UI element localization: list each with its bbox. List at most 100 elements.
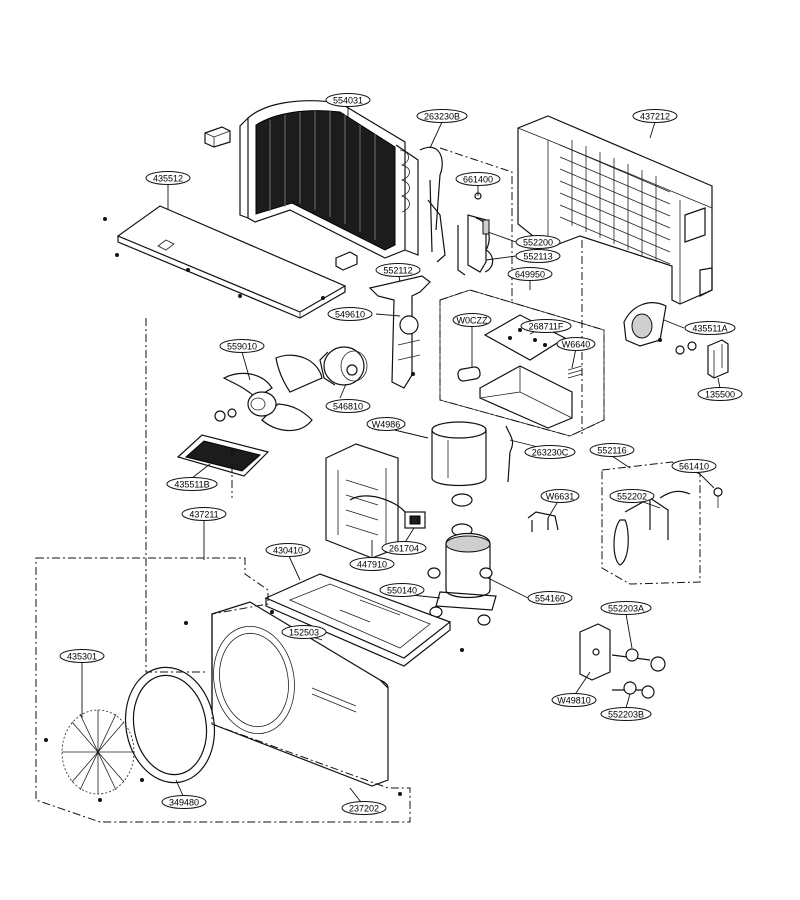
part-label: W49810 <box>551 693 597 707</box>
part-label: 261704 <box>381 541 427 555</box>
part-label-oval <box>671 459 717 473</box>
part-label-oval <box>166 477 218 491</box>
tube-263230C-part <box>505 425 514 483</box>
part-label: 552203A <box>600 601 652 615</box>
valve-assembly-part <box>457 192 494 276</box>
orifice-ring-part <box>124 666 216 784</box>
part-label: W4986 <box>366 417 406 431</box>
part-label-oval <box>551 693 597 707</box>
part-label: 552203B <box>600 707 652 721</box>
part-label: 263230C <box>524 445 576 459</box>
part-label: 552113 <box>515 249 561 263</box>
fan-motor-part <box>319 346 368 386</box>
part-label: 559010 <box>219 339 265 353</box>
part-label-oval <box>684 321 736 335</box>
part-label: 552202 <box>609 489 655 503</box>
part-label-oval <box>379 583 425 597</box>
part-number-text: W6640 <box>562 340 591 350</box>
bracket-435511A-part <box>623 302 697 355</box>
part-label-oval <box>452 313 492 327</box>
part-label: 268711F <box>520 319 572 333</box>
part-label-oval <box>381 541 427 555</box>
part-number-text: 552112 <box>383 266 412 276</box>
part-number-text: 552203B <box>608 710 644 720</box>
part-label-oval <box>59 649 105 663</box>
fan-guard-part <box>44 709 144 802</box>
part-label: 546810 <box>325 399 371 413</box>
part-number-text: W4986 <box>372 420 401 430</box>
part-label: 437211 <box>181 507 227 521</box>
part-label: 649950 <box>507 267 553 281</box>
part-number-text: 263230B <box>424 112 460 122</box>
part-label: 435511A <box>684 321 736 335</box>
part-number-text: 268711F <box>529 322 564 332</box>
part-number-text: 435511B <box>174 480 209 490</box>
part-label: 552200 <box>515 235 561 249</box>
part-number-text: 430410 <box>273 546 303 556</box>
part-number-text: 261704 <box>389 544 419 554</box>
part-label: 237202 <box>341 801 387 815</box>
part-label: W6640 <box>556 337 596 351</box>
part-label-oval <box>341 801 387 815</box>
part-label-oval <box>589 443 635 457</box>
part-number-text: 649950 <box>515 270 545 280</box>
part-label-oval <box>265 543 311 557</box>
small-bracket-part <box>204 126 231 148</box>
part-number-text: 549610 <box>335 310 365 320</box>
part-label-oval <box>327 307 373 321</box>
part-number-text: 552116 <box>597 446 626 456</box>
part-number-text: 552203A <box>608 604 644 614</box>
part-label: 437212 <box>632 109 678 123</box>
part-label-oval <box>349 557 395 571</box>
part-number-text: 152503 <box>289 628 319 638</box>
service-valves-part <box>579 623 666 699</box>
part-label-oval <box>540 489 580 503</box>
part-label-oval <box>455 172 501 186</box>
bracket-W6631-part <box>527 511 559 532</box>
part-label: 550140 <box>379 583 425 597</box>
part-label-oval <box>556 337 596 351</box>
base-pan-part <box>184 573 464 667</box>
part-number-text: 135500 <box>705 390 735 400</box>
part-number-text: 435301 <box>67 652 97 662</box>
part-label: 552112 <box>375 263 421 277</box>
part-label-oval <box>325 93 371 107</box>
part-label-oval <box>507 267 553 281</box>
part-label: W6631 <box>540 489 580 503</box>
control-box-part <box>439 289 605 437</box>
motor-bracket-part <box>368 275 431 389</box>
propeller-fan-part <box>214 354 323 432</box>
part-label: 554160 <box>527 591 573 605</box>
part-number-text: 554160 <box>535 594 565 604</box>
condenser-coil-part <box>239 100 419 259</box>
part-label-oval <box>281 625 327 639</box>
cover-435511B-part <box>176 434 270 477</box>
part-label: 554031 <box>325 93 371 107</box>
part-number-text: 349480 <box>169 798 199 808</box>
part-label-oval <box>416 109 468 123</box>
part-label-oval <box>524 445 576 459</box>
part-label-oval <box>161 795 207 809</box>
part-label: 152503 <box>281 625 327 639</box>
part-number-text: 561410 <box>679 462 709 472</box>
part-label-oval <box>515 235 561 249</box>
side-panel-447910-part <box>325 443 421 559</box>
part-label-oval <box>366 417 406 431</box>
grouping-lines <box>35 147 701 823</box>
part-number-text: W49810 <box>557 696 591 706</box>
part-number-text: 546810 <box>333 402 363 412</box>
part-number-text: 552200 <box>523 238 553 248</box>
terminal-261704-part <box>404 511 426 529</box>
tubing-part <box>419 146 446 263</box>
bracket-135500-part <box>707 339 729 379</box>
part-label: 135500 <box>697 387 743 401</box>
part-label: 661400 <box>455 172 501 186</box>
part-label-oval <box>527 591 573 605</box>
part-label: 435511B <box>166 477 218 491</box>
part-number-text: 661400 <box>463 175 493 185</box>
part-number-text: W0CZZ <box>457 316 488 326</box>
part-label: 549610 <box>327 307 373 321</box>
part-label-oval <box>515 249 561 263</box>
